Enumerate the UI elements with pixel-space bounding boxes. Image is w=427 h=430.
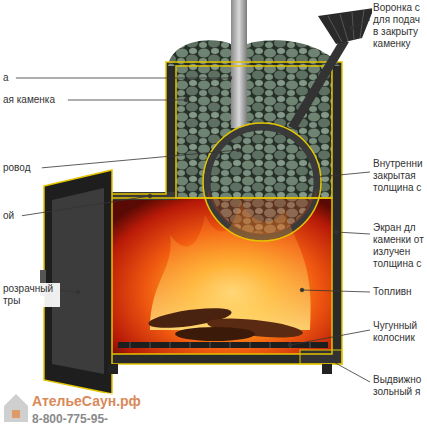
part-label: розрачный тры (2, 283, 60, 307)
part-label: Чугунный колосник (372, 320, 425, 344)
part-label: Воронка с для подач в закрыту каменку (372, 2, 425, 50)
part-label: Экран дл каменки от излучен толщина с (372, 222, 425, 270)
part-label: ровод (2, 162, 42, 174)
part-label: ая каменка (2, 94, 68, 106)
part-label: а (2, 72, 16, 84)
part-label: ой (2, 210, 22, 222)
part-label: Топливн (372, 286, 425, 298)
part-label: Выдвижно зольный я (372, 374, 425, 398)
watermark: АтельеСаун.рф (32, 393, 141, 409)
watermark-phone: 8-800-775-95- (32, 412, 108, 426)
part-label: Внутренни закрытая толщина с (372, 158, 425, 194)
